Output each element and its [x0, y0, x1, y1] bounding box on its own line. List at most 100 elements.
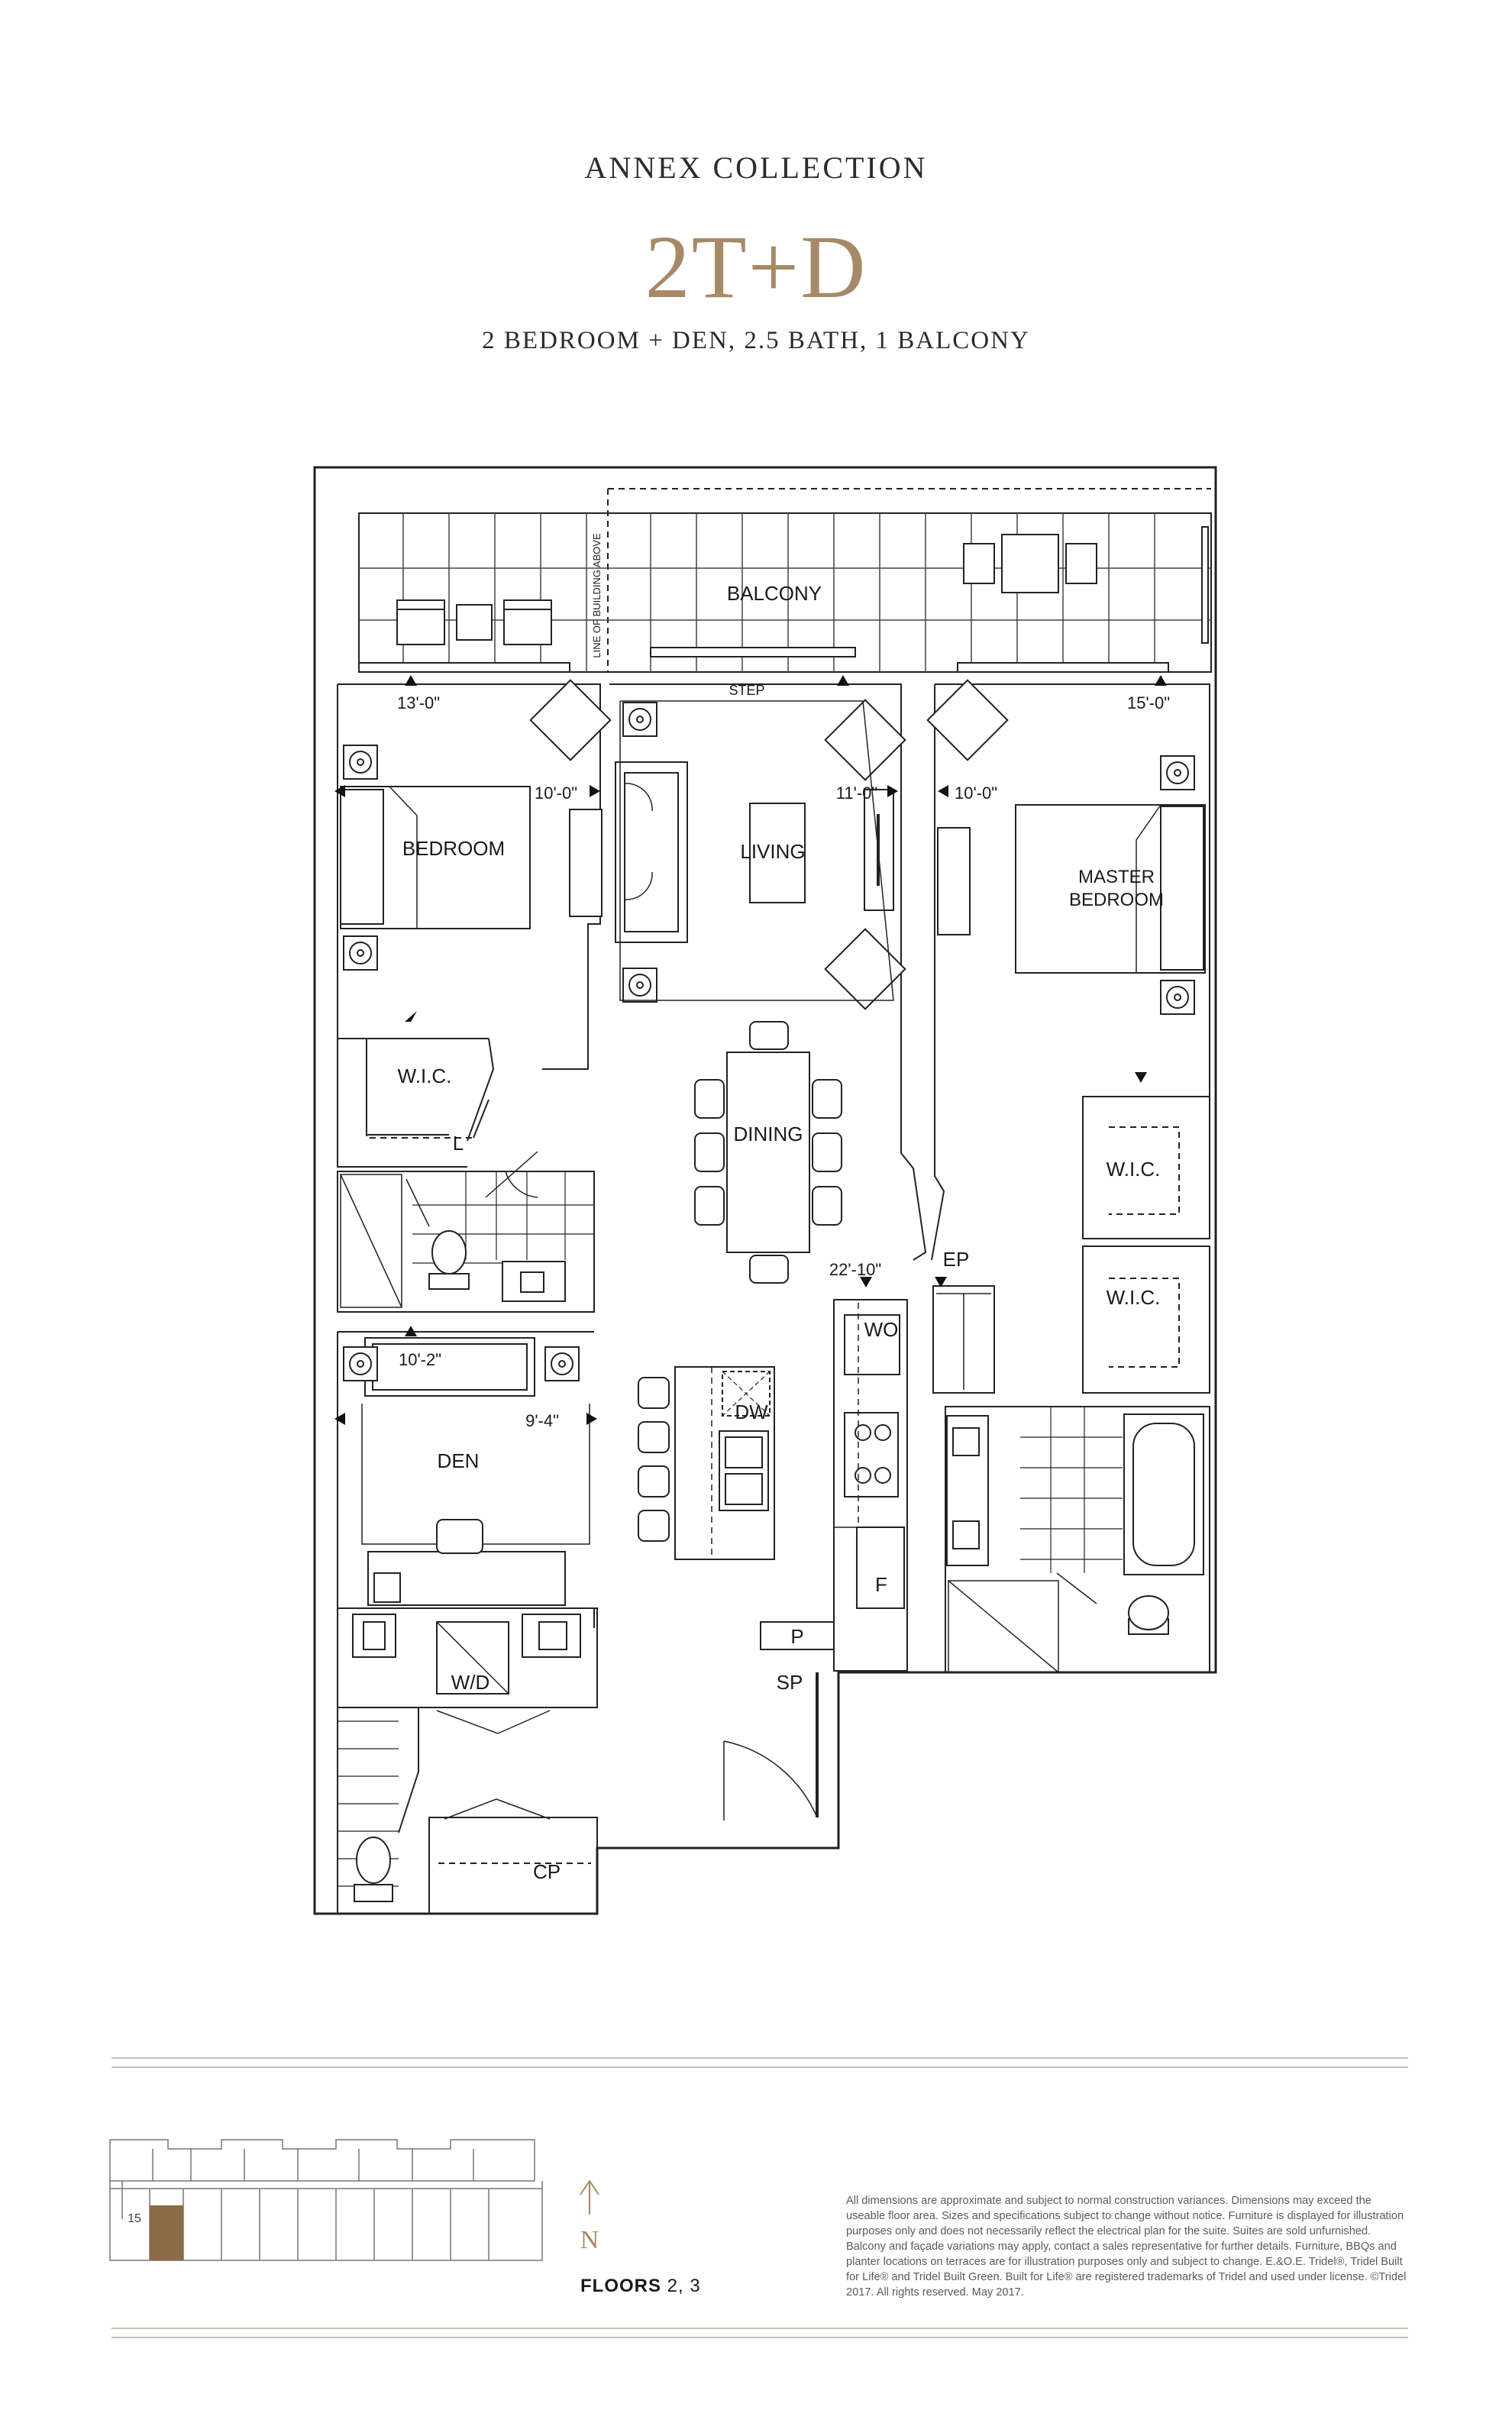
bedroom-toilet — [428, 1230, 470, 1290]
den-desk-chair — [436, 1519, 483, 1554]
label-cp: CP — [533, 1860, 561, 1883]
island-stools — [638, 1377, 670, 1542]
balcony-outline — [358, 512, 1212, 673]
label-balcony: BALCONY — [727, 582, 822, 605]
label-dw: DW — [735, 1401, 768, 1423]
suite-number: 15 — [128, 2212, 141, 2225]
arrow-dining-down — [860, 1277, 872, 1287]
bedroom-vanity — [502, 1261, 566, 1302]
balcony-dining-set — [963, 534, 1097, 593]
arrow-bed-top — [405, 675, 417, 686]
key-plan: 15 — [109, 2139, 543, 2261]
fridge — [856, 1527, 905, 1609]
bedroom-chair — [529, 679, 612, 761]
label-wic-master-1: W.I.C. — [1107, 1158, 1161, 1181]
bedroom-shower — [340, 1174, 402, 1308]
divider-top — [111, 2057, 1408, 2059]
master-wic-2 — [1082, 1245, 1210, 1394]
label-den: DEN — [438, 1449, 480, 1472]
ep-closet — [932, 1285, 995, 1394]
master-bathtub — [1123, 1413, 1204, 1575]
powder-sink — [352, 1614, 396, 1658]
arrow-den-top — [405, 1326, 417, 1336]
living-armchair-bottom — [824, 928, 906, 1010]
label-ep: EP — [943, 1248, 970, 1271]
den-sidetable-left — [343, 1346, 378, 1381]
label-fridge: F — [875, 1573, 887, 1596]
living-walls — [609, 683, 927, 1261]
living-coffee-table — [749, 803, 806, 903]
bedroom-dresser — [569, 809, 603, 917]
living-sidetable-top — [622, 702, 657, 737]
divider-top-2 — [111, 2066, 1408, 2068]
bedroom-wic-door — [473, 1099, 489, 1139]
laundry-doors — [436, 1710, 551, 1734]
dim-master-depth: 10'-0" — [955, 783, 997, 803]
living-armchair-top — [824, 699, 906, 781]
label-master-1: MASTER — [1078, 867, 1155, 887]
label-pantry: P — [790, 1625, 803, 1648]
master-balcony-door — [957, 662, 1169, 673]
unit-description: 2 BEDROOM + DEN, 2.5 BATH, 1 BALCONY — [482, 327, 1030, 354]
coat-closet-doors — [444, 1798, 551, 1820]
laundry-sink — [522, 1614, 581, 1658]
entry-door-swing — [723, 1740, 818, 1821]
master-ensuite-door — [1056, 1572, 1097, 1604]
wall-oven — [844, 1314, 900, 1375]
collection-title: ANNEX COLLECTION — [584, 150, 928, 185]
north-label: N — [580, 2226, 599, 2254]
label-wd: W/D — [451, 1671, 490, 1694]
label-dining: DINING — [734, 1123, 803, 1145]
dining-table — [726, 1052, 810, 1253]
label-wic-bed: W.I.C. — [398, 1065, 452, 1087]
living-balcony-door — [650, 647, 856, 657]
balcony-chair-left — [396, 599, 445, 645]
living-sidetable-bottom — [622, 968, 657, 1003]
bedroom-nightstand-bottom — [343, 935, 378, 971]
powder-toilet — [354, 1837, 393, 1902]
master-vanity — [946, 1415, 989, 1566]
master-ensuite-tile — [1020, 1407, 1123, 1573]
master-shower — [948, 1580, 1059, 1673]
coat-closet — [428, 1817, 598, 1914]
label-line-of-building: LINE OF BUILDING ABOVE — [591, 533, 603, 658]
den-sidetable-right — [544, 1346, 580, 1381]
arrow-mwic-down — [1135, 1072, 1147, 1083]
label-wic-master-2: W.I.C. — [1107, 1286, 1161, 1309]
arrow-wic-down — [405, 1011, 417, 1022]
dim-bed-depth: 10'-0" — [535, 783, 577, 803]
kitchen-sink — [719, 1430, 769, 1511]
balcony-chair-right — [503, 599, 552, 645]
arrow-bed-left — [334, 785, 345, 797]
unit-name: 2T+D — [645, 217, 867, 317]
floors-label: FLOORS — [580, 2276, 661, 2296]
arrow-ep-down — [935, 1277, 947, 1287]
bedroom-wic-walls — [337, 1039, 467, 1168]
master-nightstand-bottom — [1160, 980, 1195, 1015]
balcony-railing — [1201, 526, 1209, 644]
bedroom-balcony-door — [358, 662, 570, 673]
label-bedroom: BEDROOM — [402, 837, 505, 860]
north-arrow-icon: N — [580, 2179, 599, 2254]
arrow-living-top — [837, 675, 849, 686]
suite-highlight — [150, 2205, 183, 2260]
balcony-tile-grid — [359, 513, 1211, 672]
master-chair — [926, 679, 1009, 761]
bedroom-pillow-area — [340, 789, 384, 925]
cooktop — [844, 1412, 899, 1497]
label-sp: SP — [777, 1671, 803, 1694]
disclaimer: All dimensions are approximate and subje… — [846, 2195, 1407, 2299]
floors-value: 2, 3 — [667, 2276, 701, 2296]
dim-master-width: 15'-0" — [1127, 693, 1170, 712]
label-living: LIVING — [740, 840, 805, 863]
arrow-master-left — [938, 785, 948, 797]
label-wo: WO — [864, 1318, 899, 1341]
divider-bottom-2 — [111, 2337, 1408, 2338]
master-nightstand-top — [1160, 755, 1195, 790]
bedroom-shower-door — [405, 1178, 430, 1227]
divider-bottom — [111, 2328, 1408, 2329]
arrow-master-top — [1155, 675, 1167, 686]
den-printer — [373, 1572, 401, 1603]
bedroom-nightstand-top — [343, 745, 378, 780]
dim-den-depth: 9'-4" — [525, 1411, 559, 1430]
